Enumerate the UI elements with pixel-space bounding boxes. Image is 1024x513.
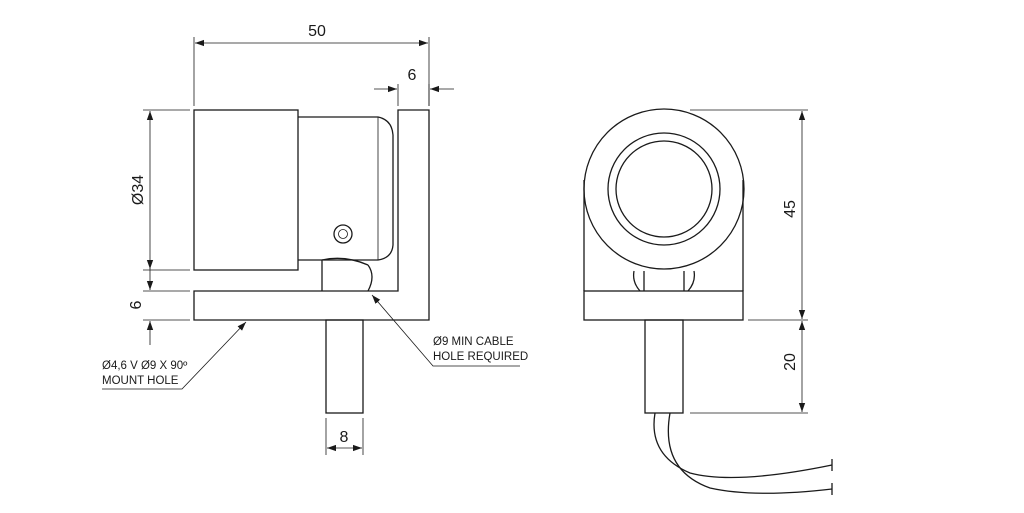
lamp-front-body (193, 109, 299, 271)
mounting-stem (325, 319, 364, 414)
cable-hole-note-line1: Ø9 MIN CABLE (433, 336, 514, 348)
knuckle-joint (321, 257, 373, 292)
front-stem (644, 319, 684, 414)
lamp-outer-ring (583, 108, 745, 270)
cable-hole-leader (371, 294, 520, 367)
stem-length-dimension-label: 20 (782, 353, 799, 371)
cable-hole-note-line2: HOLE REQUIRED (433, 351, 528, 363)
mount-hole-note-line1: Ø4,6 V Ø9 X 90º (102, 360, 188, 372)
lens-ring (607, 132, 721, 246)
l-bracket (193, 109, 430, 321)
height-dimension-label: 45 (782, 200, 799, 218)
screw-icon (333, 224, 353, 244)
mount-hole-note-line2: MOUNT HOLE (102, 375, 179, 387)
callout-notes: Ø4,6 V Ø9 X 90º MOUNT HOLE Ø9 MIN CABLE … (102, 294, 528, 390)
cable-b (667, 412, 833, 494)
front-base-plate (583, 290, 744, 321)
cable-a (653, 412, 833, 479)
front-knuckle (632, 270, 696, 292)
width-dimension-label: 50 (308, 23, 326, 40)
side-view (193, 109, 430, 414)
thickness-dimension-label: 6 (408, 67, 417, 84)
front-view (583, 108, 833, 495)
mount-hole-leader (102, 321, 247, 390)
side-view-dimensions: 50 6 Ø34 6 8 (128, 23, 454, 455)
front-view-dimensions: 45 20 (690, 109, 808, 414)
lens-inner-ring (615, 140, 713, 238)
screw-socket (338, 229, 348, 239)
base-dimension-label: 6 (128, 300, 145, 309)
diameter-dimension-label: Ø34 (130, 175, 147, 205)
lamp-rear-housing (298, 116, 394, 261)
stem-width-dimension-label: 8 (340, 429, 349, 446)
